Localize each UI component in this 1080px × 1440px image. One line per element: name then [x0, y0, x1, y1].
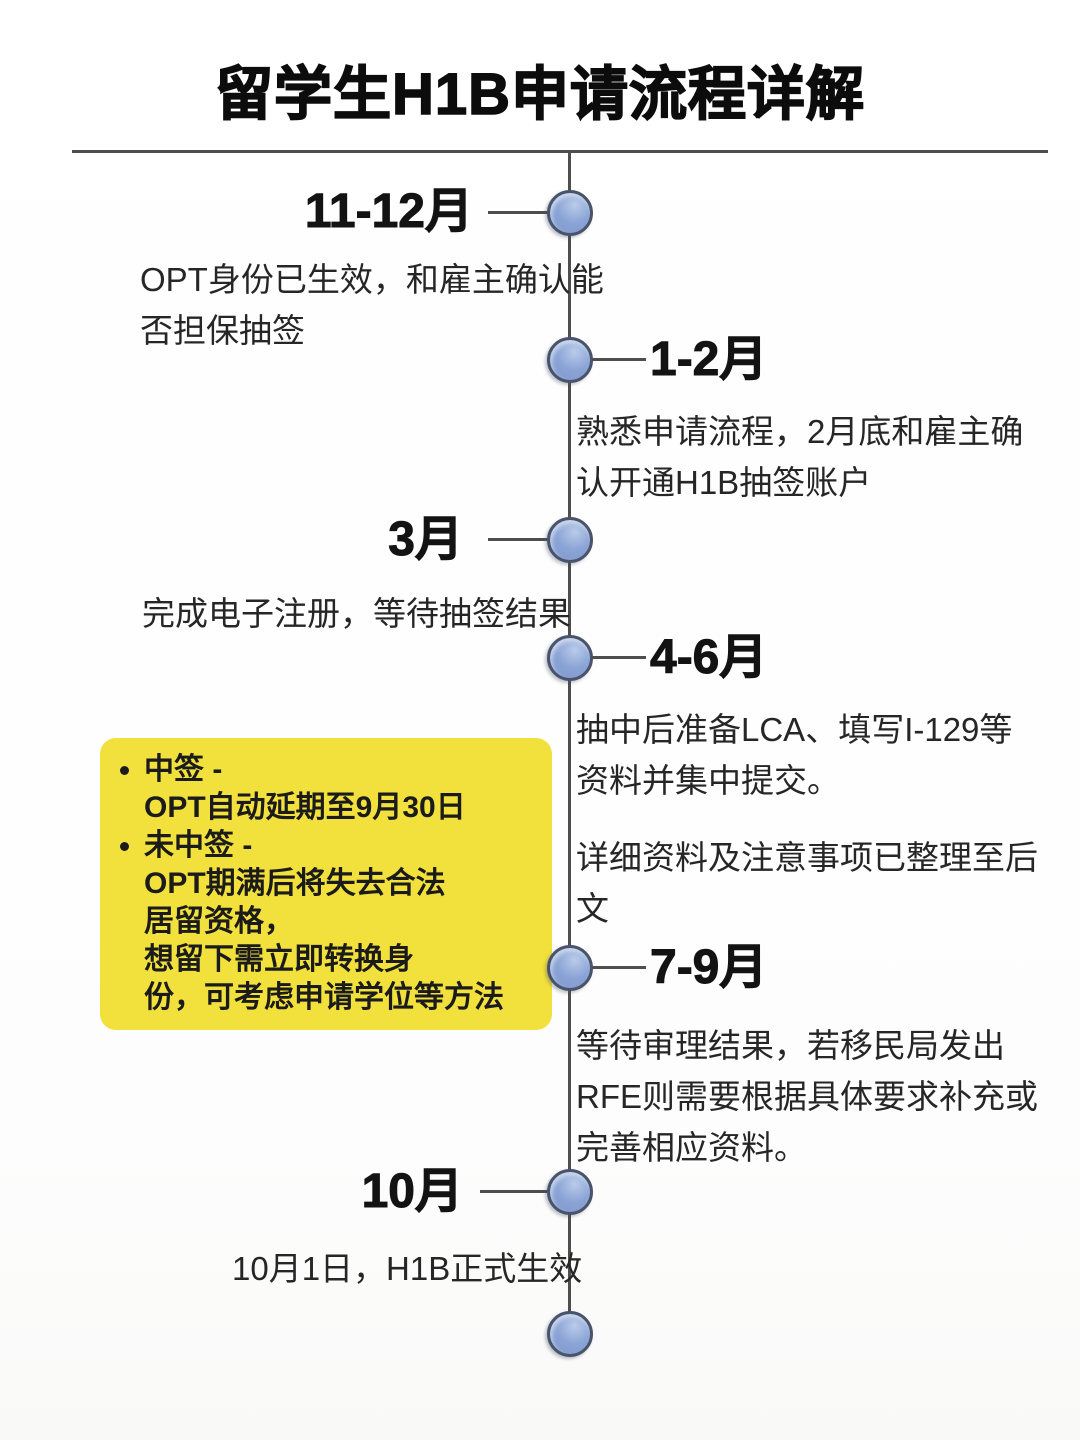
- milestone-label-nov-dec: 11-12月: [304, 185, 473, 239]
- milestone-description-oct: 10月1日，H1B正式生效: [232, 1250, 583, 1287]
- lottery-result-note-box: 中签 - OPT自动延期至9月30日 未中签 - OPT期满后将失去合法 居留资…: [100, 738, 552, 1030]
- top-rule-line: [72, 150, 1048, 153]
- connector-line: [592, 966, 646, 969]
- connector-line: [488, 538, 548, 541]
- timeline-node: [547, 337, 593, 383]
- milestone-description-jan-feb: 熟悉申请流程，2月底和雇主确 认开通H1B抽签账户: [576, 413, 1024, 501]
- milestone-label-jan-feb: 1-2月: [649, 333, 768, 387]
- milestone-label-mar: 3月: [388, 513, 464, 567]
- milestone-label-oct: 10月: [361, 1165, 463, 1219]
- connector-line: [592, 656, 646, 659]
- milestone-label-jul-sep: 7-9月: [649, 941, 768, 995]
- timeline-node: [547, 1169, 593, 1215]
- milestone-description-mar: 完成电子注册，等待抽签结果: [142, 595, 571, 632]
- connector-line: [488, 211, 548, 214]
- timeline-axis: [568, 150, 571, 1336]
- milestone-description-nov-dec: OPT身份已生效，和雇主确认能 否担保抽签: [140, 261, 604, 349]
- timeline-node: [547, 945, 593, 991]
- milestone-description-apr-jun: 抽中后准备LCA、填写I-129等 资料并集中提交。: [576, 711, 1013, 799]
- timeline-node: [547, 635, 593, 681]
- connector-line: [592, 358, 646, 361]
- timeline-end-node: [547, 1311, 593, 1357]
- timeline-node: [547, 517, 593, 563]
- note-bullet-selected: 中签 - OPT自动延期至9月30日: [144, 751, 544, 827]
- milestone-label-apr-jun: 4-6月: [649, 631, 768, 685]
- page-title: 留学生H1B申请流程详解: [214, 61, 866, 128]
- timeline-node: [547, 190, 593, 236]
- milestone-description-apr-jun-extra: 详细资料及注意事项已整理至后 文: [576, 839, 1038, 927]
- note-bullet-list: 中签 - OPT自动延期至9月30日 未中签 - OPT期满后将失去合法 居留资…: [110, 751, 544, 1017]
- note-bullet-not-selected: 未中签 - OPT期满后将失去合法 居留资格，想留下需立即转换身 份，可考虑申请…: [144, 827, 544, 1017]
- milestone-description-jul-sep: 等待审理结果，若移民局发出 RFE则需要根据具体要求补充或 完善相应资料。: [576, 1027, 1038, 1166]
- connector-line: [480, 1190, 548, 1193]
